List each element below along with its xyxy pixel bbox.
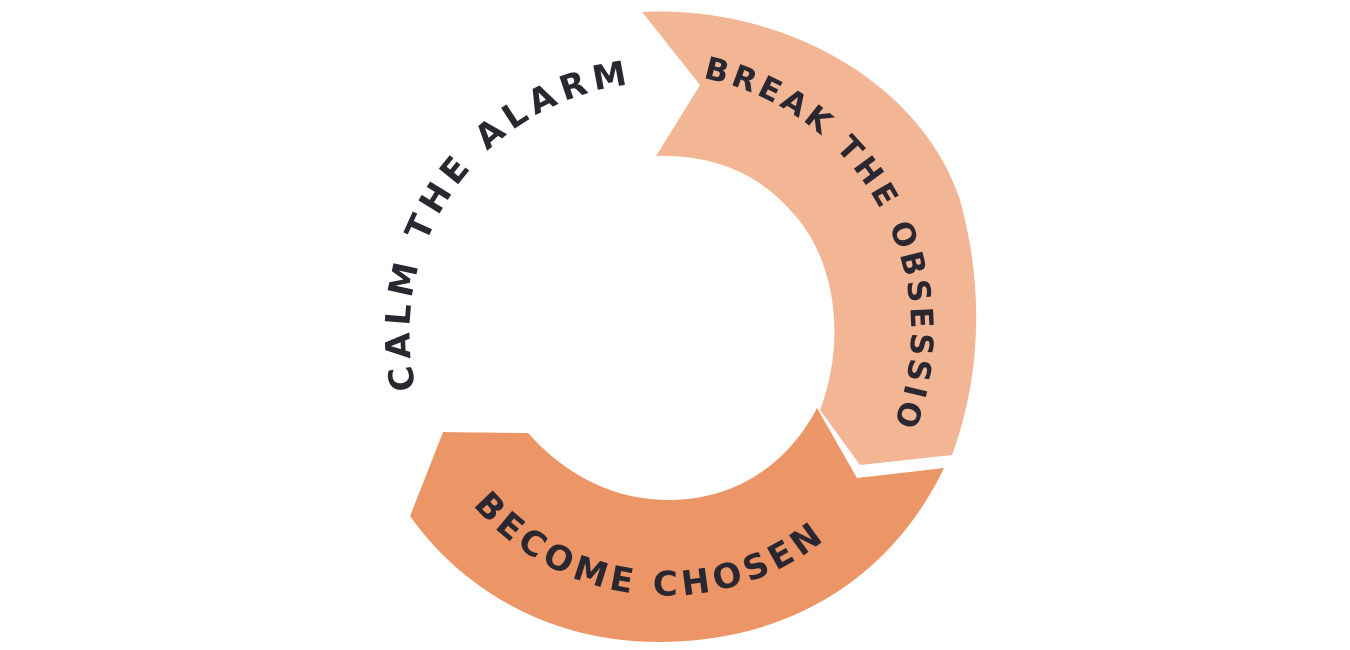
segment-become-chosen [410,408,944,643]
segment-break-the-obsession [642,11,977,465]
segment-calm-the-alarm [377,11,700,517]
